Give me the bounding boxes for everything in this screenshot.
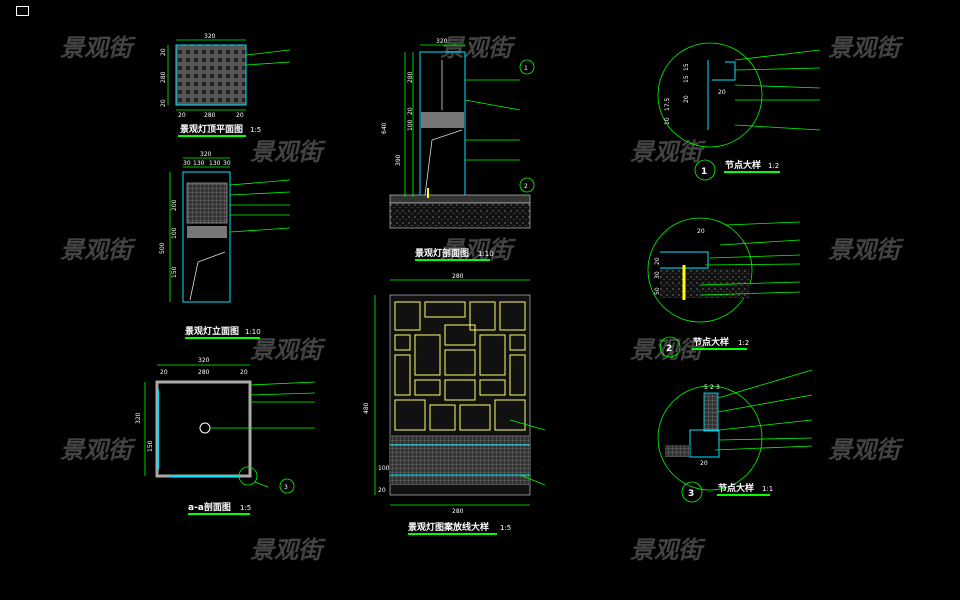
dimension: 17.5 bbox=[664, 97, 671, 111]
section-view: 320 280 20 100 390 640 1 2 景观灯剖面图 1:10 bbox=[381, 38, 535, 261]
dimension: 150 bbox=[147, 440, 154, 452]
view-scale: 1:2 bbox=[738, 339, 749, 347]
dimension: 130 bbox=[209, 160, 221, 167]
dimension: 20 bbox=[236, 112, 244, 119]
view-scale: 1:5 bbox=[250, 126, 261, 134]
dimension: 20 bbox=[240, 369, 248, 376]
view-title: 景观灯立面图 bbox=[185, 325, 239, 337]
dimension: 20 bbox=[718, 89, 726, 96]
watermark: 景观街 bbox=[250, 536, 326, 564]
dimension: 500 bbox=[159, 242, 166, 254]
top-plan-view: 320 20 280 20 20 280 20 景观灯顶平面图 1:5 bbox=[160, 33, 291, 137]
watermark: 景观街 bbox=[630, 138, 706, 166]
watermark: 景观街 bbox=[250, 336, 326, 364]
view-scale: 1:10 bbox=[245, 328, 261, 336]
dimension: 280 bbox=[198, 369, 210, 376]
dimension: 20 bbox=[160, 369, 168, 376]
view-scale: 1:1 bbox=[762, 485, 773, 493]
dimension: 20 bbox=[160, 48, 167, 56]
dimension: 280 bbox=[452, 508, 464, 515]
node-detail-3: 5 2 3 20 3 节点大样 1:1 bbox=[657, 369, 813, 503]
dimension: 20 bbox=[654, 257, 661, 265]
dimension: 5 bbox=[704, 384, 708, 391]
dimension: 480 bbox=[363, 402, 370, 414]
dimension: 130 bbox=[193, 160, 205, 167]
dimension: 280 bbox=[452, 273, 464, 280]
view-title: 景观灯顶平面图 bbox=[180, 123, 243, 135]
viewport-indicator bbox=[16, 6, 29, 16]
dimension: 3 bbox=[716, 384, 720, 391]
dimension: 150 bbox=[171, 266, 178, 278]
dimension: 15 bbox=[683, 63, 690, 71]
dimension: 280 bbox=[204, 112, 216, 119]
pattern-detail-view: 280 480 100 20 280 景观灯图案放线大样 1:5 bbox=[363, 273, 546, 535]
watermark: 景观街 bbox=[630, 536, 706, 564]
view-title: 节点大样 bbox=[718, 482, 754, 494]
detail-number: 1 bbox=[701, 167, 707, 177]
detail-number: 3 bbox=[688, 489, 694, 499]
view-title: 节点大样 bbox=[725, 159, 761, 171]
node-detail-2: 20 20 30 50 2 节点大样 1:2 bbox=[647, 217, 801, 358]
detail-callout: 3 bbox=[284, 484, 288, 491]
view-title: 景观灯剖面图 bbox=[415, 247, 469, 259]
watermark: 景观街 bbox=[440, 34, 516, 62]
section-aa-view: 320 20 280 20 320 150 3 a-a剖面图 1:5 bbox=[135, 357, 316, 515]
dimension: 320 bbox=[198, 357, 210, 364]
watermark: 景观街 bbox=[828, 236, 904, 264]
view-scale: 1:2 bbox=[768, 162, 779, 170]
detail-callout: 1 bbox=[524, 65, 528, 72]
dimension: 20 bbox=[700, 460, 708, 467]
dimension: 20 bbox=[407, 107, 414, 115]
dimension: 20 bbox=[378, 487, 386, 494]
view-scale: 1:5 bbox=[500, 524, 511, 532]
dimension: 10 bbox=[664, 117, 671, 125]
detail-callout: 2 bbox=[524, 183, 528, 190]
watermarks: 景观街 景观街 景观街 景观街 景观街 景观街 景观街 景观街 景观街 景观街 … bbox=[60, 34, 904, 564]
dimension: 20 bbox=[683, 95, 690, 103]
dimension: 100 bbox=[378, 465, 390, 472]
view-title: 节点大样 bbox=[693, 336, 729, 348]
dimension: 100 bbox=[171, 227, 178, 239]
dimension: 2 bbox=[710, 384, 714, 391]
dimension: 15 bbox=[683, 75, 690, 83]
view-title: a-a剖面图 bbox=[188, 501, 231, 513]
dimension: 320 bbox=[436, 38, 448, 45]
dimension: 100 bbox=[407, 119, 414, 131]
dimension: 320 bbox=[135, 412, 142, 424]
dimension: 390 bbox=[395, 154, 402, 166]
watermark: 景观街 bbox=[828, 34, 904, 62]
dimension: 280 bbox=[407, 71, 414, 83]
dimension: 20 bbox=[178, 112, 186, 119]
view-scale: 1:5 bbox=[240, 504, 251, 512]
dimension: 30 bbox=[223, 160, 231, 167]
dimension: 30 bbox=[183, 160, 191, 167]
dimension: 640 bbox=[381, 122, 388, 134]
watermark: 景观街 bbox=[60, 436, 136, 464]
watermark: 景观街 bbox=[250, 138, 326, 166]
watermark: 景观街 bbox=[60, 34, 136, 62]
elevation-view: 320 30 130 130 30 500 200 100 150 景观灯立面图… bbox=[159, 151, 291, 339]
dimension: 200 bbox=[171, 199, 178, 211]
view-scale: 1:10 bbox=[478, 250, 494, 258]
watermark: 景观街 bbox=[828, 436, 904, 464]
dimension: 320 bbox=[204, 33, 216, 40]
dimension: 30 bbox=[654, 271, 661, 279]
view-title: 景观灯图案放线大样 bbox=[408, 521, 489, 533]
dimension: 320 bbox=[200, 151, 212, 158]
dimension: 20 bbox=[697, 228, 705, 235]
watermark: 景观街 bbox=[60, 236, 136, 264]
dimension: 280 bbox=[160, 71, 167, 83]
node-detail-1: 10 17.5 20 15 15 20 1 节点大样 1:2 bbox=[657, 42, 821, 181]
detail-number: 2 bbox=[666, 344, 672, 354]
dimension: 20 bbox=[160, 99, 167, 107]
dimension: 50 bbox=[654, 287, 661, 295]
